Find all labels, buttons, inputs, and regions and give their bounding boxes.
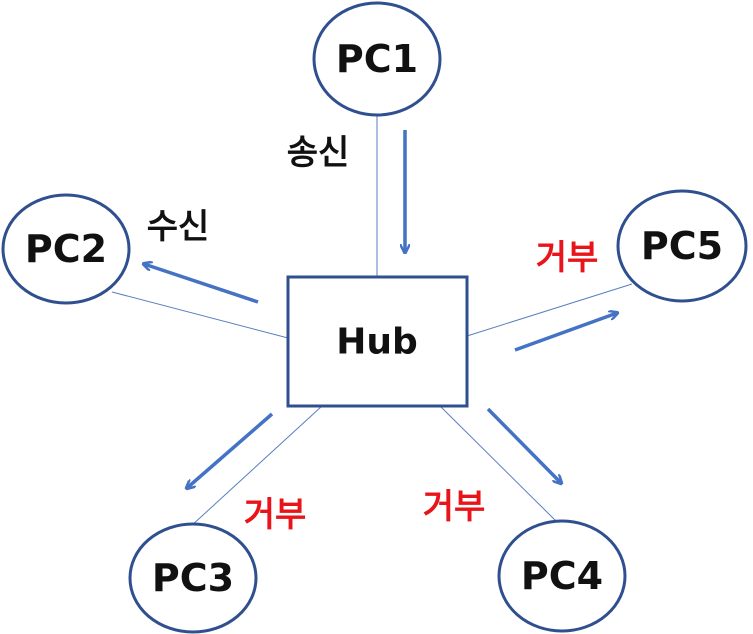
- pc2-ellipse: [1, 193, 131, 305]
- pc5-label: PC5: [641, 224, 723, 268]
- link-pc5: [466, 283, 633, 337]
- label-send-pc1: 송신: [287, 133, 350, 173]
- pc3-label: PC3: [152, 556, 234, 600]
- pc4-label: PC4: [521, 554, 603, 598]
- pc-node-pc4: PC4: [497, 519, 627, 633]
- edge-labels: 송신 수신 거부 거부 거부: [147, 133, 599, 535]
- label-receive-pc2: 수신: [147, 207, 210, 247]
- label-reject-pc3: 거부: [244, 495, 307, 535]
- hub-box: [286, 275, 469, 408]
- link-pc3: [189, 405, 323, 528]
- pc4-ellipse: [497, 519, 627, 633]
- pc5-ellipse: [616, 189, 748, 303]
- link-pc4: [439, 405, 561, 526]
- pc3-ellipse: [128, 522, 258, 634]
- arrow-hub-to-pc2: [144, 264, 259, 304]
- pc1-label: PC1: [336, 37, 418, 81]
- pc-node-pc2: PC2: [1, 193, 131, 305]
- pc-node-pc1: PC1: [312, 1, 442, 117]
- arrow-hub-to-pc4: [486, 407, 561, 483]
- flow-arrows: [144, 130, 617, 488]
- arrow-hub-to-pc3: [187, 412, 274, 488]
- pc1-ellipse: [312, 1, 442, 117]
- pc2-label: PC2: [25, 227, 107, 271]
- label-reject-pc5: 거부: [536, 238, 599, 278]
- hub-node: Hub: [286, 275, 469, 408]
- label-reject-pc4: 거부: [423, 487, 486, 527]
- hub-label: Hub: [336, 322, 418, 363]
- pc-node-pc5: PC5: [616, 189, 748, 303]
- arrow-hub-to-pc5: [514, 313, 617, 352]
- pc-node-pc3: PC3: [128, 522, 258, 634]
- link-pc2: [111, 291, 289, 339]
- connection-lines: [111, 116, 633, 528]
